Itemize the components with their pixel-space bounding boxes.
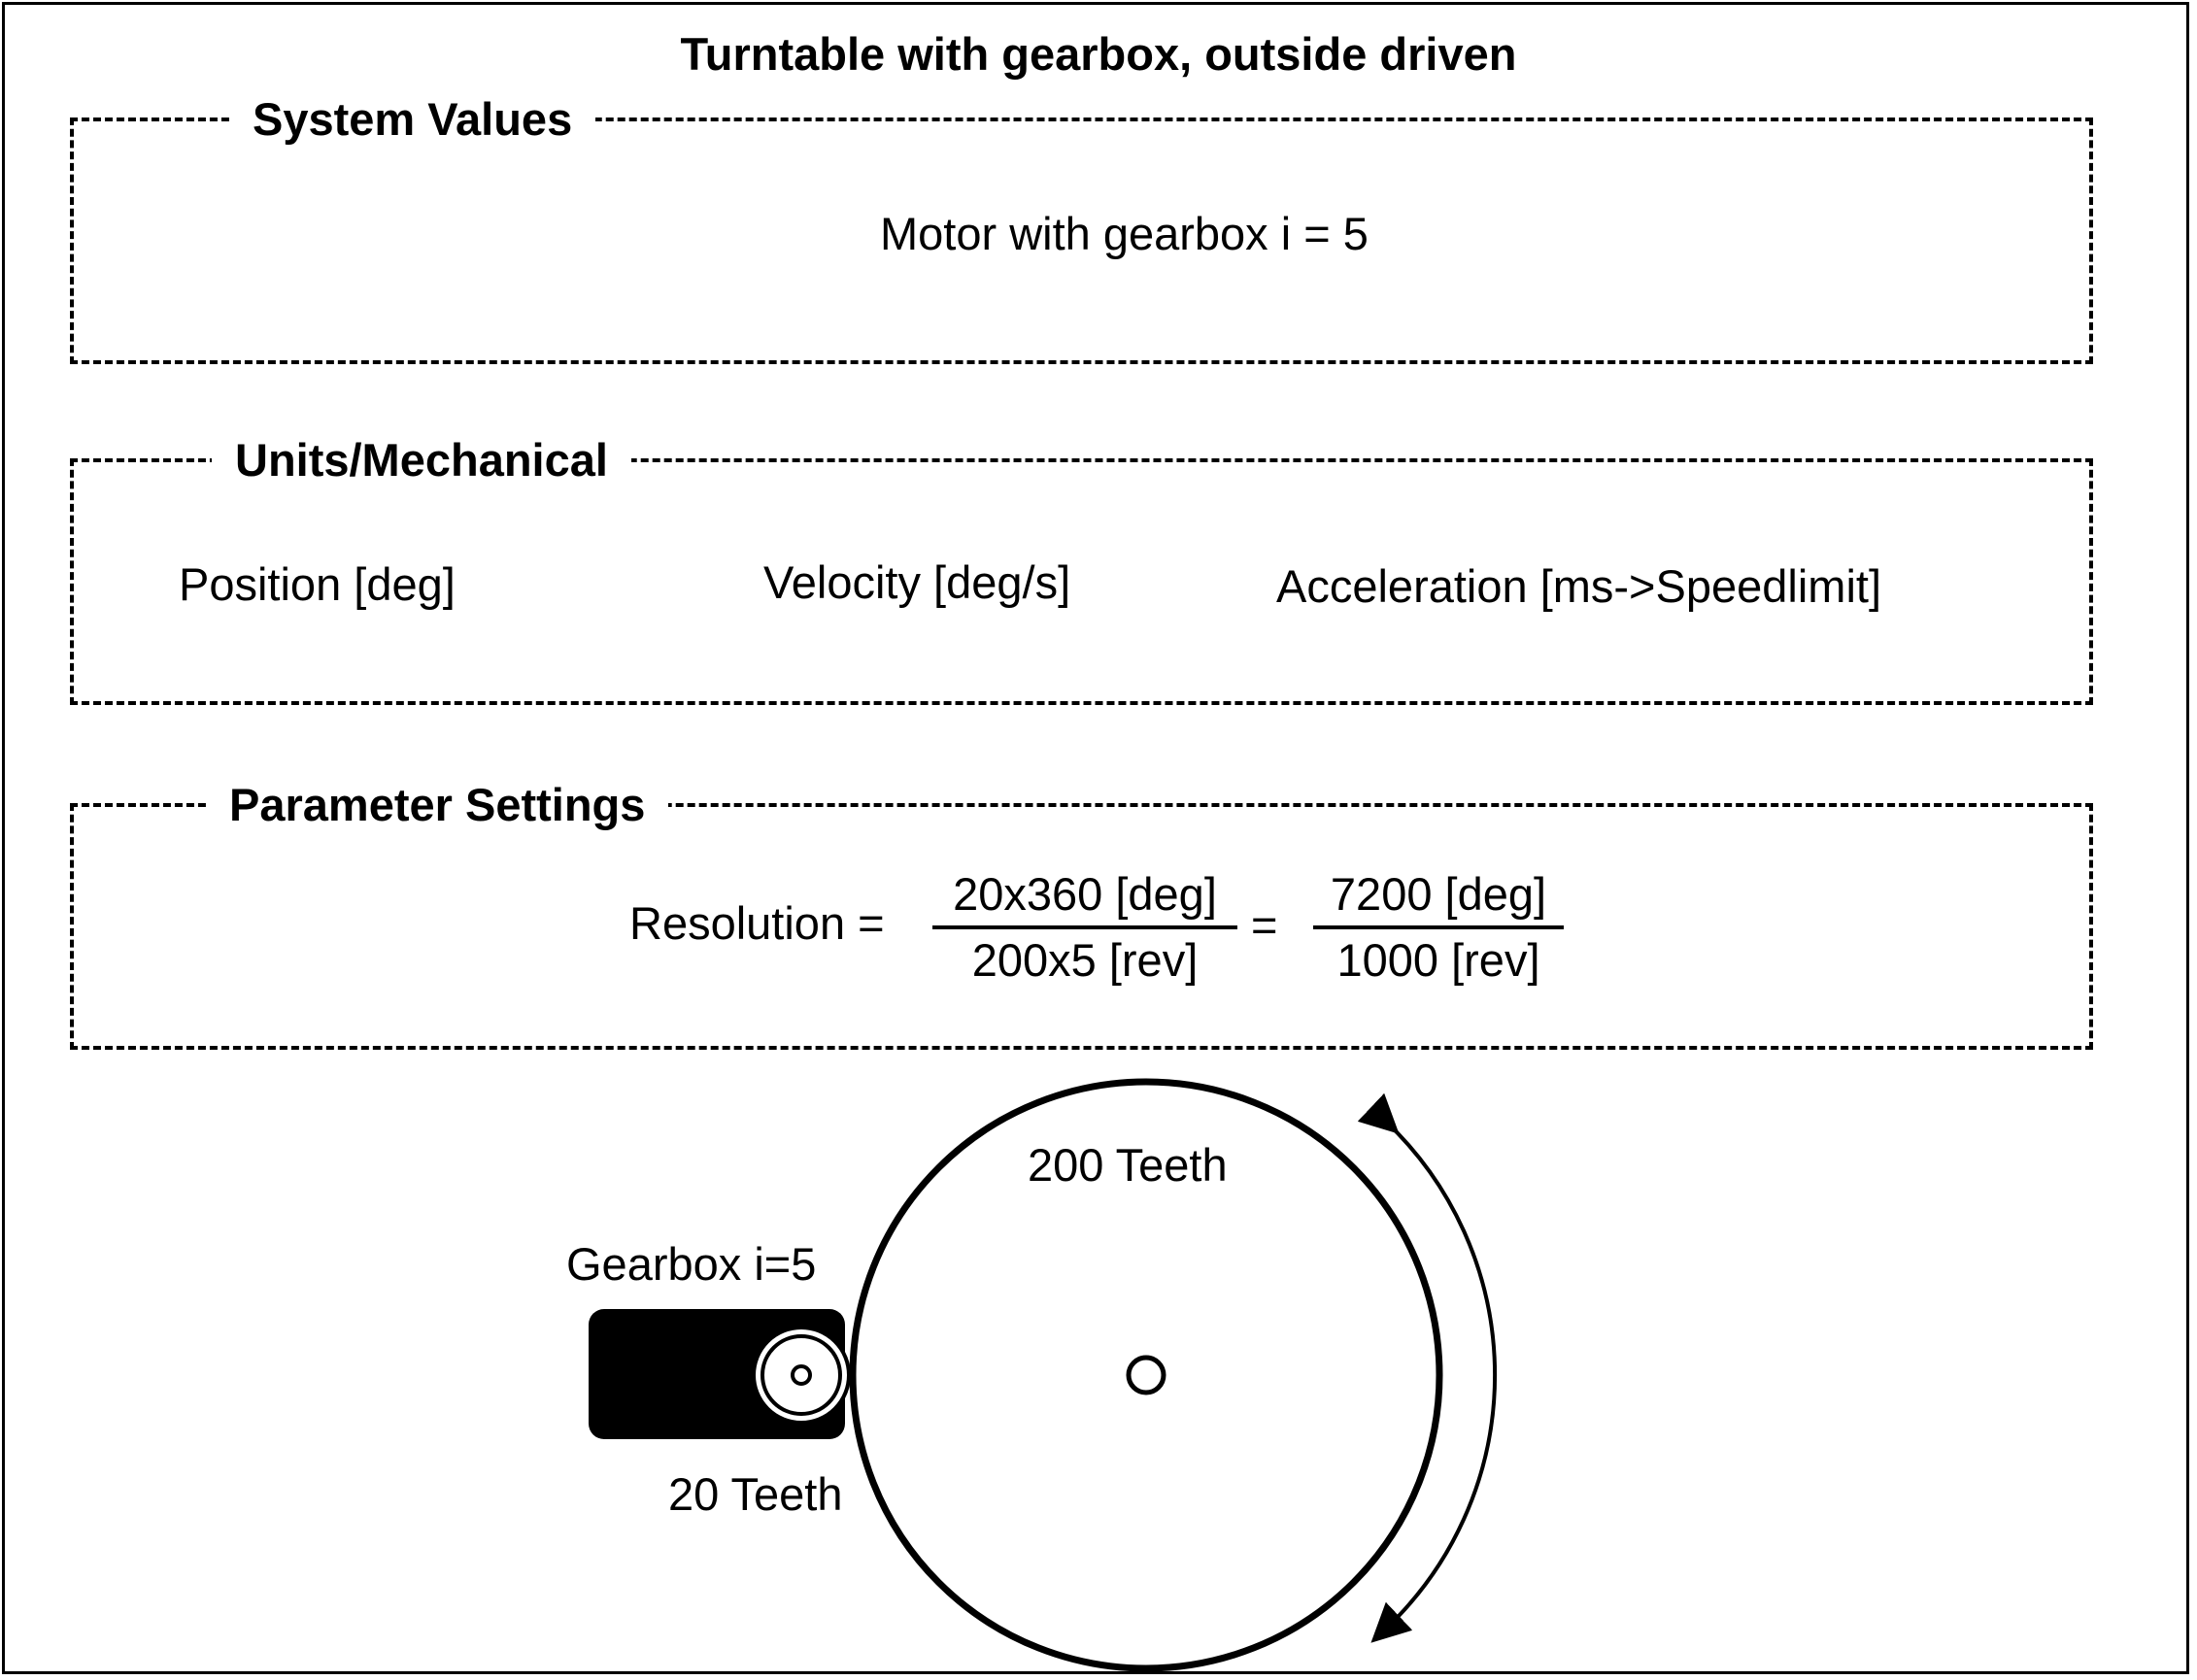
fraction-2-denominator: 1000 [rev] [1336, 934, 1540, 986]
fraction-1-bar [932, 925, 1237, 929]
gearbox-label: Gearbox i=5 [566, 1238, 816, 1290]
acceleration-unit: Acceleration [ms->Speedlimit] [1276, 560, 1882, 612]
position-unit: Position [deg] [179, 558, 456, 610]
small-gear-ring [760, 1334, 842, 1416]
velocity-unit: Velocity [deg/s] [763, 556, 1071, 608]
system-values-legend: System Values [229, 92, 596, 147]
units-mechanical-section: Units/Mechanical Position [deg] Velocity… [70, 433, 2093, 705]
parameter-settings-section: Parameter Settings Resolution = 20x360 [… [70, 778, 2093, 1050]
small-gear-label: 20 Teeth [668, 1468, 842, 1520]
large-gear-label: 200 Teeth [1028, 1139, 1228, 1191]
motor-gearbox-text: Motor with gearbox i = 5 [880, 208, 1369, 259]
fraction-2-numerator: 7200 [deg] [1330, 868, 1547, 920]
units-mechanical-legend: Units/Mechanical [212, 433, 631, 487]
turntable-center-hub [1126, 1355, 1166, 1395]
system-values-section: System Values Motor with gearbox i = 5 [70, 92, 2093, 364]
fraction-2-bar [1313, 925, 1564, 929]
equals-sign: = [1251, 899, 1278, 951]
rotation-arrow [1357, 1092, 1498, 1643]
fraction-2: 7200 [deg] 1000 [rev] [1313, 867, 1564, 988]
page-title: Turntable with gearbox, outside driven [680, 28, 1517, 80]
resolution-label: Resolution = [629, 897, 885, 949]
parameter-settings-legend: Parameter Settings [206, 778, 669, 832]
fraction-1-denominator: 200x5 [rev] [971, 934, 1199, 986]
small-gear-shaft [791, 1364, 812, 1386]
fraction-1: 20x360 [deg] 200x5 [rev] [932, 867, 1237, 988]
fraction-1-numerator: 20x360 [deg] [953, 868, 1217, 920]
